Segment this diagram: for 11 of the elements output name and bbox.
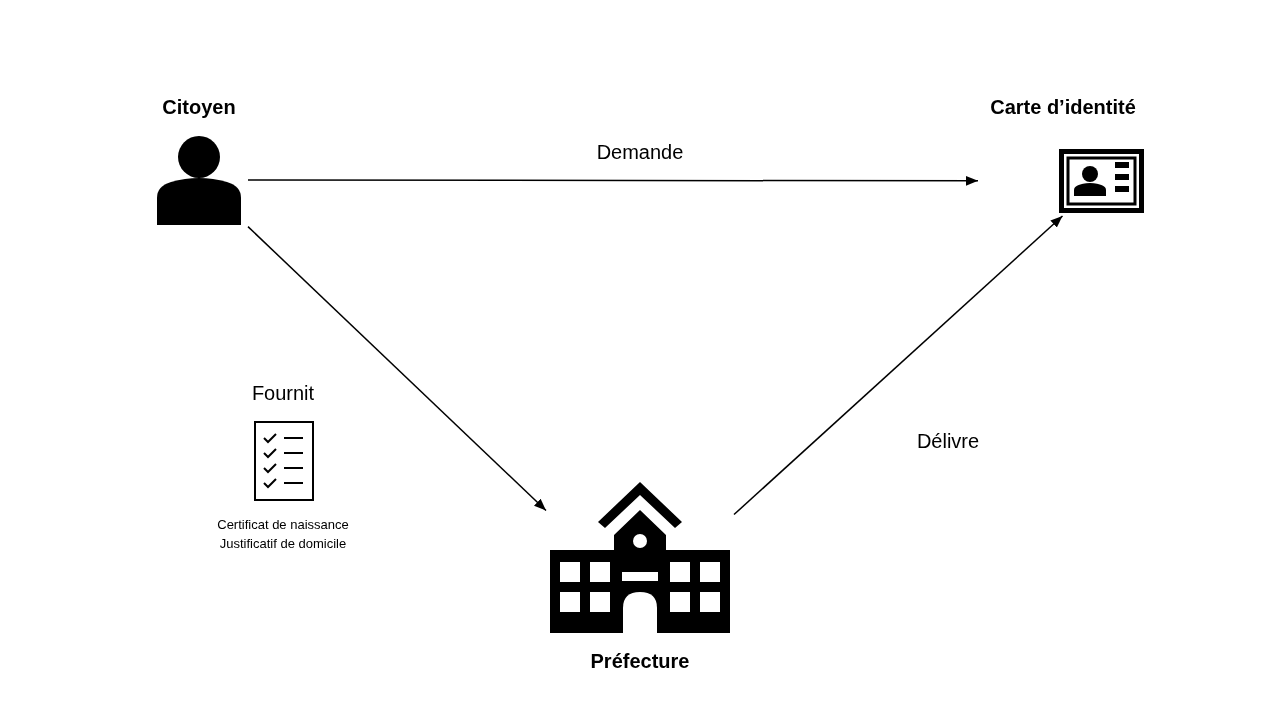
document-label: Justificatif de domicile: [219, 535, 347, 551]
edge-label: Demande: [596, 140, 684, 164]
arrow: [247, 225, 547, 512]
node-title: Citoyen: [161, 96, 237, 119]
arrow: [733, 215, 1064, 516]
edge-label: Fournit: [251, 381, 315, 405]
edge-label: Délivre: [916, 429, 980, 453]
document-label: Certificat de naissance: [217, 516, 349, 532]
node-title: Carte d’identité: [989, 96, 1137, 119]
node-title: Préfecture: [589, 650, 691, 673]
arrow: [247, 176, 979, 186]
